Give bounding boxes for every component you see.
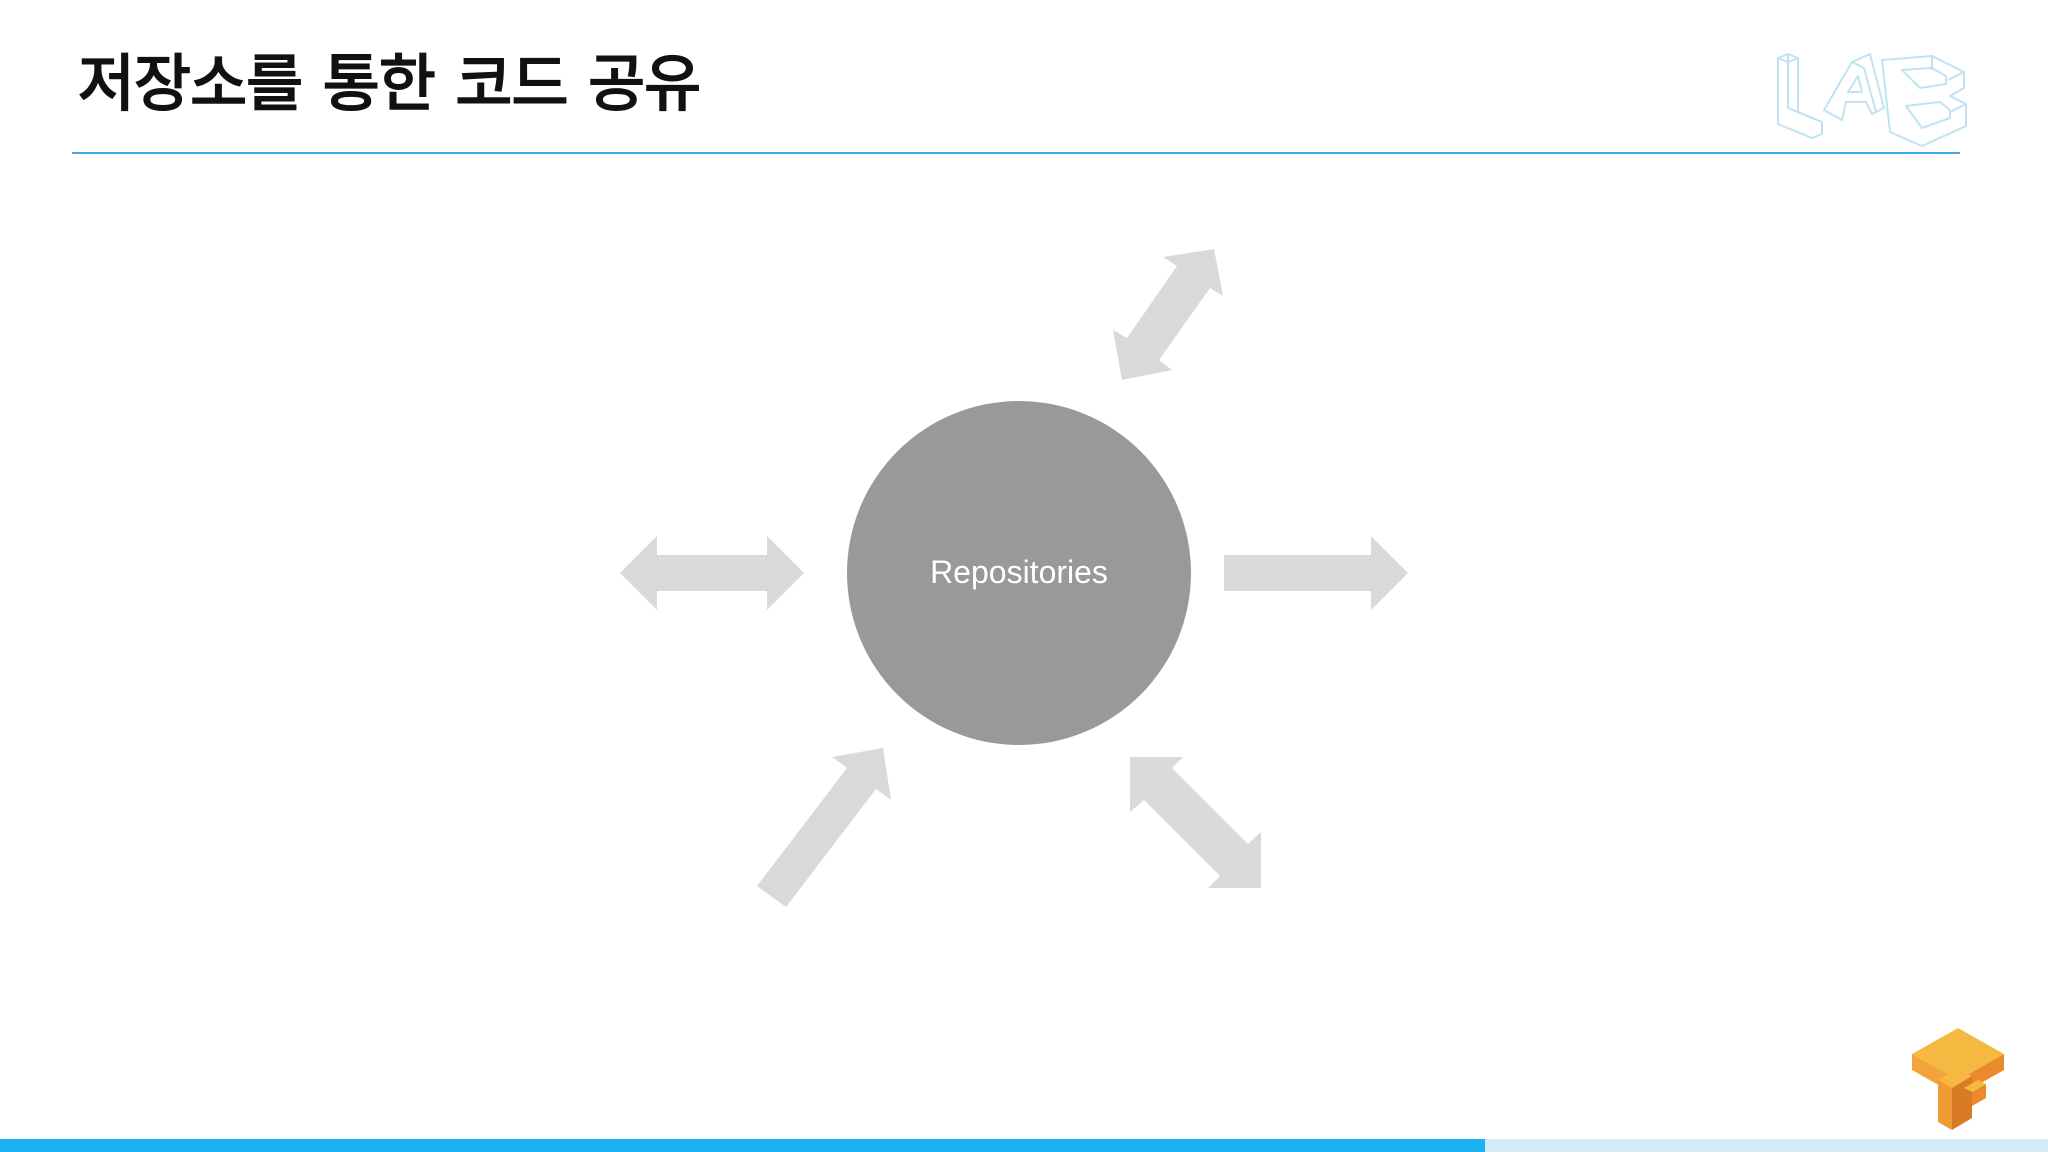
repositories-label: Repositories <box>930 554 1108 590</box>
arrow-lower-left <box>757 748 891 907</box>
repositories-hub <box>847 401 1191 745</box>
tensorflow-logo-icon <box>1912 1028 2004 1130</box>
lab-logo-icon <box>1777 53 1967 147</box>
slide-progress-fill <box>0 1139 1485 1152</box>
title-divider <box>72 152 1960 154</box>
slide-progress-track <box>0 1139 2048 1152</box>
arrow-up-right <box>1113 249 1223 380</box>
arrow-left <box>620 536 804 610</box>
arrow-down-right <box>1130 757 1261 888</box>
arrow-right <box>1224 536 1408 610</box>
slide-title: 저장소를 통한 코드 공유 <box>78 47 701 120</box>
